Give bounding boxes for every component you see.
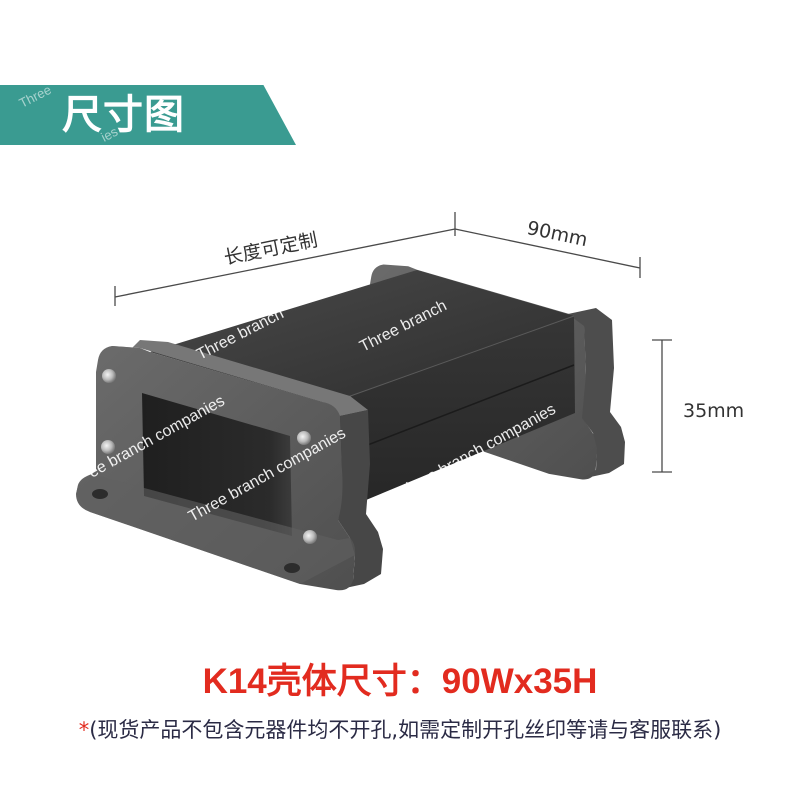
watermark: ies <box>99 124 121 145</box>
watermark: Three <box>17 82 54 111</box>
dimension-length-line <box>114 228 456 298</box>
back-end-cap-side <box>568 308 625 479</box>
mounting-hole <box>284 563 300 573</box>
product-title: K14壳体尺寸：90Wx35H <box>202 662 598 701</box>
front-end-cap <box>76 340 383 591</box>
body-top-edge-highlight <box>327 315 575 405</box>
front-end-cap-side <box>336 410 383 590</box>
dimension-width: 90mm <box>454 217 641 278</box>
screw-icon <box>297 431 311 445</box>
flange <box>76 474 355 584</box>
back-end-cap <box>351 264 625 480</box>
footnote: *(现货产品不包含元器件均不开孔,如需定制开孔丝印等请与客服联系) <box>0 716 800 744</box>
footnote-text: (现货产品不包含元器件均不开孔,如需定制开孔丝印等请与客服联系) <box>89 718 722 742</box>
body-groove <box>328 364 575 461</box>
footnote-asterisk: * <box>78 718 90 742</box>
dimension-height: 35mm <box>652 339 744 473</box>
screw-icon <box>303 530 317 544</box>
mounting-hole <box>92 489 108 499</box>
screw-icon <box>102 369 116 383</box>
screw-icon <box>101 440 115 454</box>
section-banner: 尺寸图 <box>0 85 296 145</box>
dimension-width-line <box>454 228 641 269</box>
body-side-face <box>328 316 575 515</box>
section-title: 尺寸图 <box>62 92 185 138</box>
dimension-height-label: 35mm <box>683 400 744 422</box>
dimension-length-label: 长度可定制 <box>222 229 319 269</box>
